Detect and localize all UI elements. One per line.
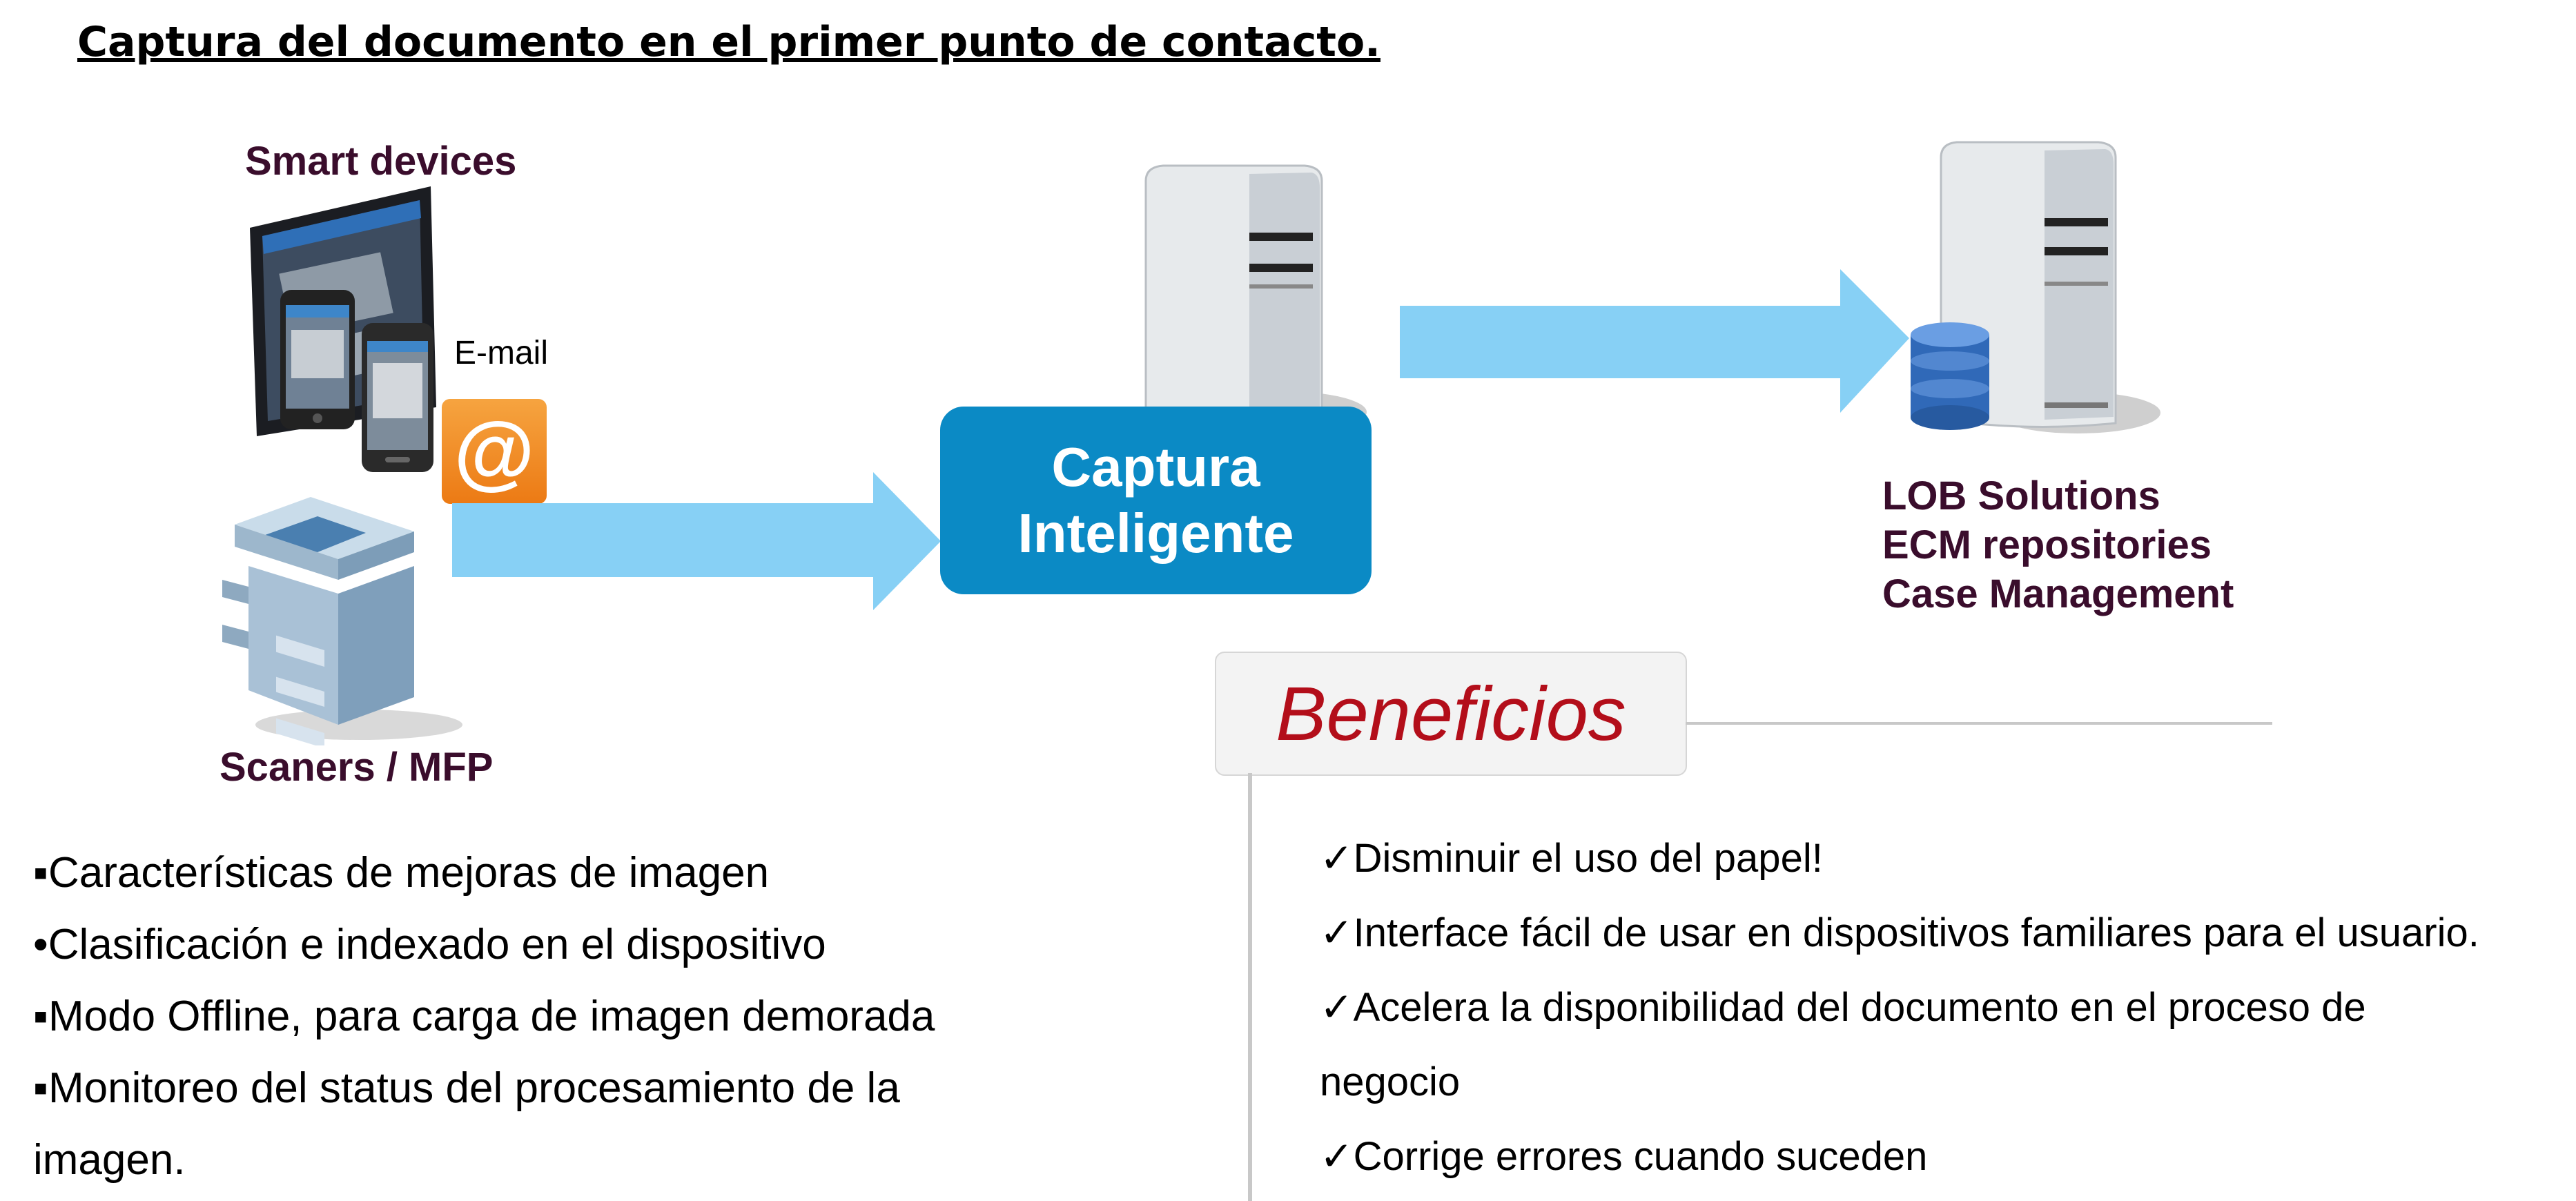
benefit-item: ✓Interface fácil de usar en dispositivos… <box>1320 910 2479 955</box>
benefits-title: Beneficios <box>1276 671 1626 756</box>
capture-inteligente-box: Captura Inteligente <box>940 407 1372 594</box>
divider-vertical <box>1248 773 1252 1201</box>
flow-arrow-left <box>452 472 941 610</box>
feature-item: imagen. <box>33 1136 186 1184</box>
flow-arrow-right <box>1400 269 1909 413</box>
email-icon-glyph: @ <box>453 405 535 498</box>
destination-item: ECM repositories <box>1882 523 2212 567</box>
divider-horizontal <box>1686 722 2272 725</box>
email-icon: @ <box>442 399 547 504</box>
benefit-item: ✓Corrige errores cuando suceden <box>1320 1134 1928 1179</box>
features-list: ▪Características de mejoras de imagen •C… <box>33 837 1069 1196</box>
smartphone-icon <box>362 323 433 472</box>
capture-line1: Captura <box>1051 436 1260 498</box>
scanners-label: Scaners / MFP <box>219 745 494 790</box>
destination-item: LOB Solutions <box>1882 473 2160 518</box>
destination-item: Case Management <box>1882 572 2234 616</box>
destination-list: LOB Solutions ECM repositories Case Mana… <box>1882 471 2234 618</box>
smart-devices-label: Smart devices <box>245 139 517 184</box>
benefit-item: negocio <box>1320 1060 1461 1104</box>
benefit-item: ✓Acelera la disponibilidad del documento… <box>1320 985 2366 1030</box>
benefits-list: ✓Disminuir el uso del papel! ✓Interface … <box>1320 821 2569 1194</box>
benefit-item: ✓Disminuir el uso del papel! <box>1320 836 1823 881</box>
smartphone-icon <box>280 290 355 429</box>
feature-item: ▪Características de mejoras de imagen <box>33 849 770 897</box>
capture-line2: Inteligente <box>1017 502 1294 564</box>
feature-item: •Clasificación e indexado en el disposit… <box>33 921 826 968</box>
benefits-header: Beneficios <box>1215 652 1687 776</box>
page-title: Captura del documento en el primer punto… <box>77 18 1380 66</box>
feature-item: ▪Monitoreo del status del procesamiento … <box>33 1064 900 1112</box>
scanner-mfp-icon <box>222 497 462 745</box>
feature-item: ▪Modo Offline, para carga de imagen demo… <box>33 993 935 1040</box>
email-label: E-mail <box>454 335 549 371</box>
database-icon <box>1911 322 1989 430</box>
